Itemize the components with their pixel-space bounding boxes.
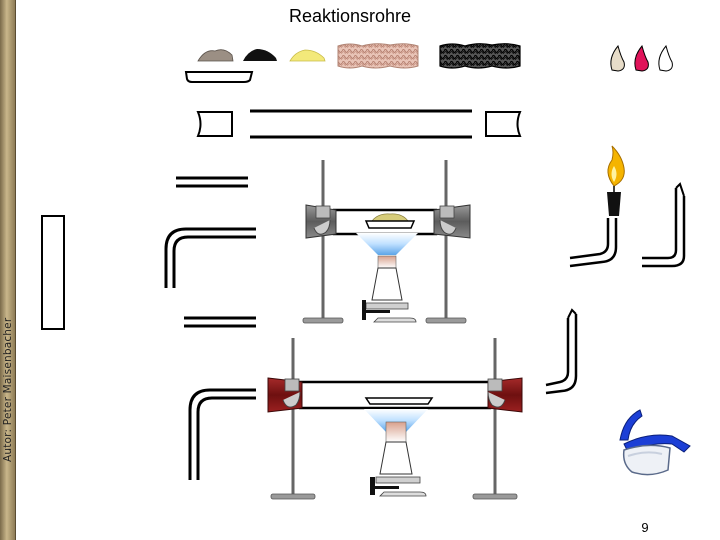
- test-tube-icon: [41, 215, 65, 330]
- clamp-icon: [313, 205, 457, 235]
- bunsen-burner-icon: [356, 233, 418, 323]
- yellow-powder-icon: [289, 49, 326, 62]
- combustion-boat-icon: [364, 220, 416, 229]
- ring-stand-icon: [270, 338, 518, 500]
- side-strip: Autor: Peter Maisenbacher: [0, 0, 16, 540]
- slide-title: Reaktionsrohre: [288, 6, 412, 26]
- ring-stand-icon: [302, 160, 467, 324]
- glass-rod-icon: [184, 316, 256, 328]
- clamp-icon: [282, 378, 506, 408]
- black-wool-icon: [439, 43, 521, 69]
- bent-tube-icon: [642, 182, 686, 268]
- yellow-powder-icon: [371, 213, 409, 222]
- safety-goggles-icon: [619, 409, 691, 476]
- glass-rod-icon: [176, 176, 248, 188]
- reaction-tube-icon: [250, 109, 472, 139]
- bent-tube-icon: [545, 308, 578, 395]
- drop-icons: [610, 44, 673, 72]
- bent-tube-icon: [164, 227, 256, 288]
- black-powder-icon: [243, 49, 277, 61]
- rubber-stopper-icon: [485, 111, 522, 137]
- bent-tube-icon: [188, 388, 256, 480]
- page-number: 9: [641, 520, 649, 535]
- grey-powder-icon: [197, 49, 234, 62]
- rubber-stopper-icon: [196, 111, 233, 137]
- bent-tube-icon: [569, 218, 618, 268]
- candle-icon: [607, 145, 625, 216]
- combustion-boat-icon: [364, 397, 434, 405]
- steel-wool-icon: [337, 43, 419, 69]
- bunsen-burner-icon: [364, 409, 428, 497]
- combustion-boat-icon: [184, 71, 254, 83]
